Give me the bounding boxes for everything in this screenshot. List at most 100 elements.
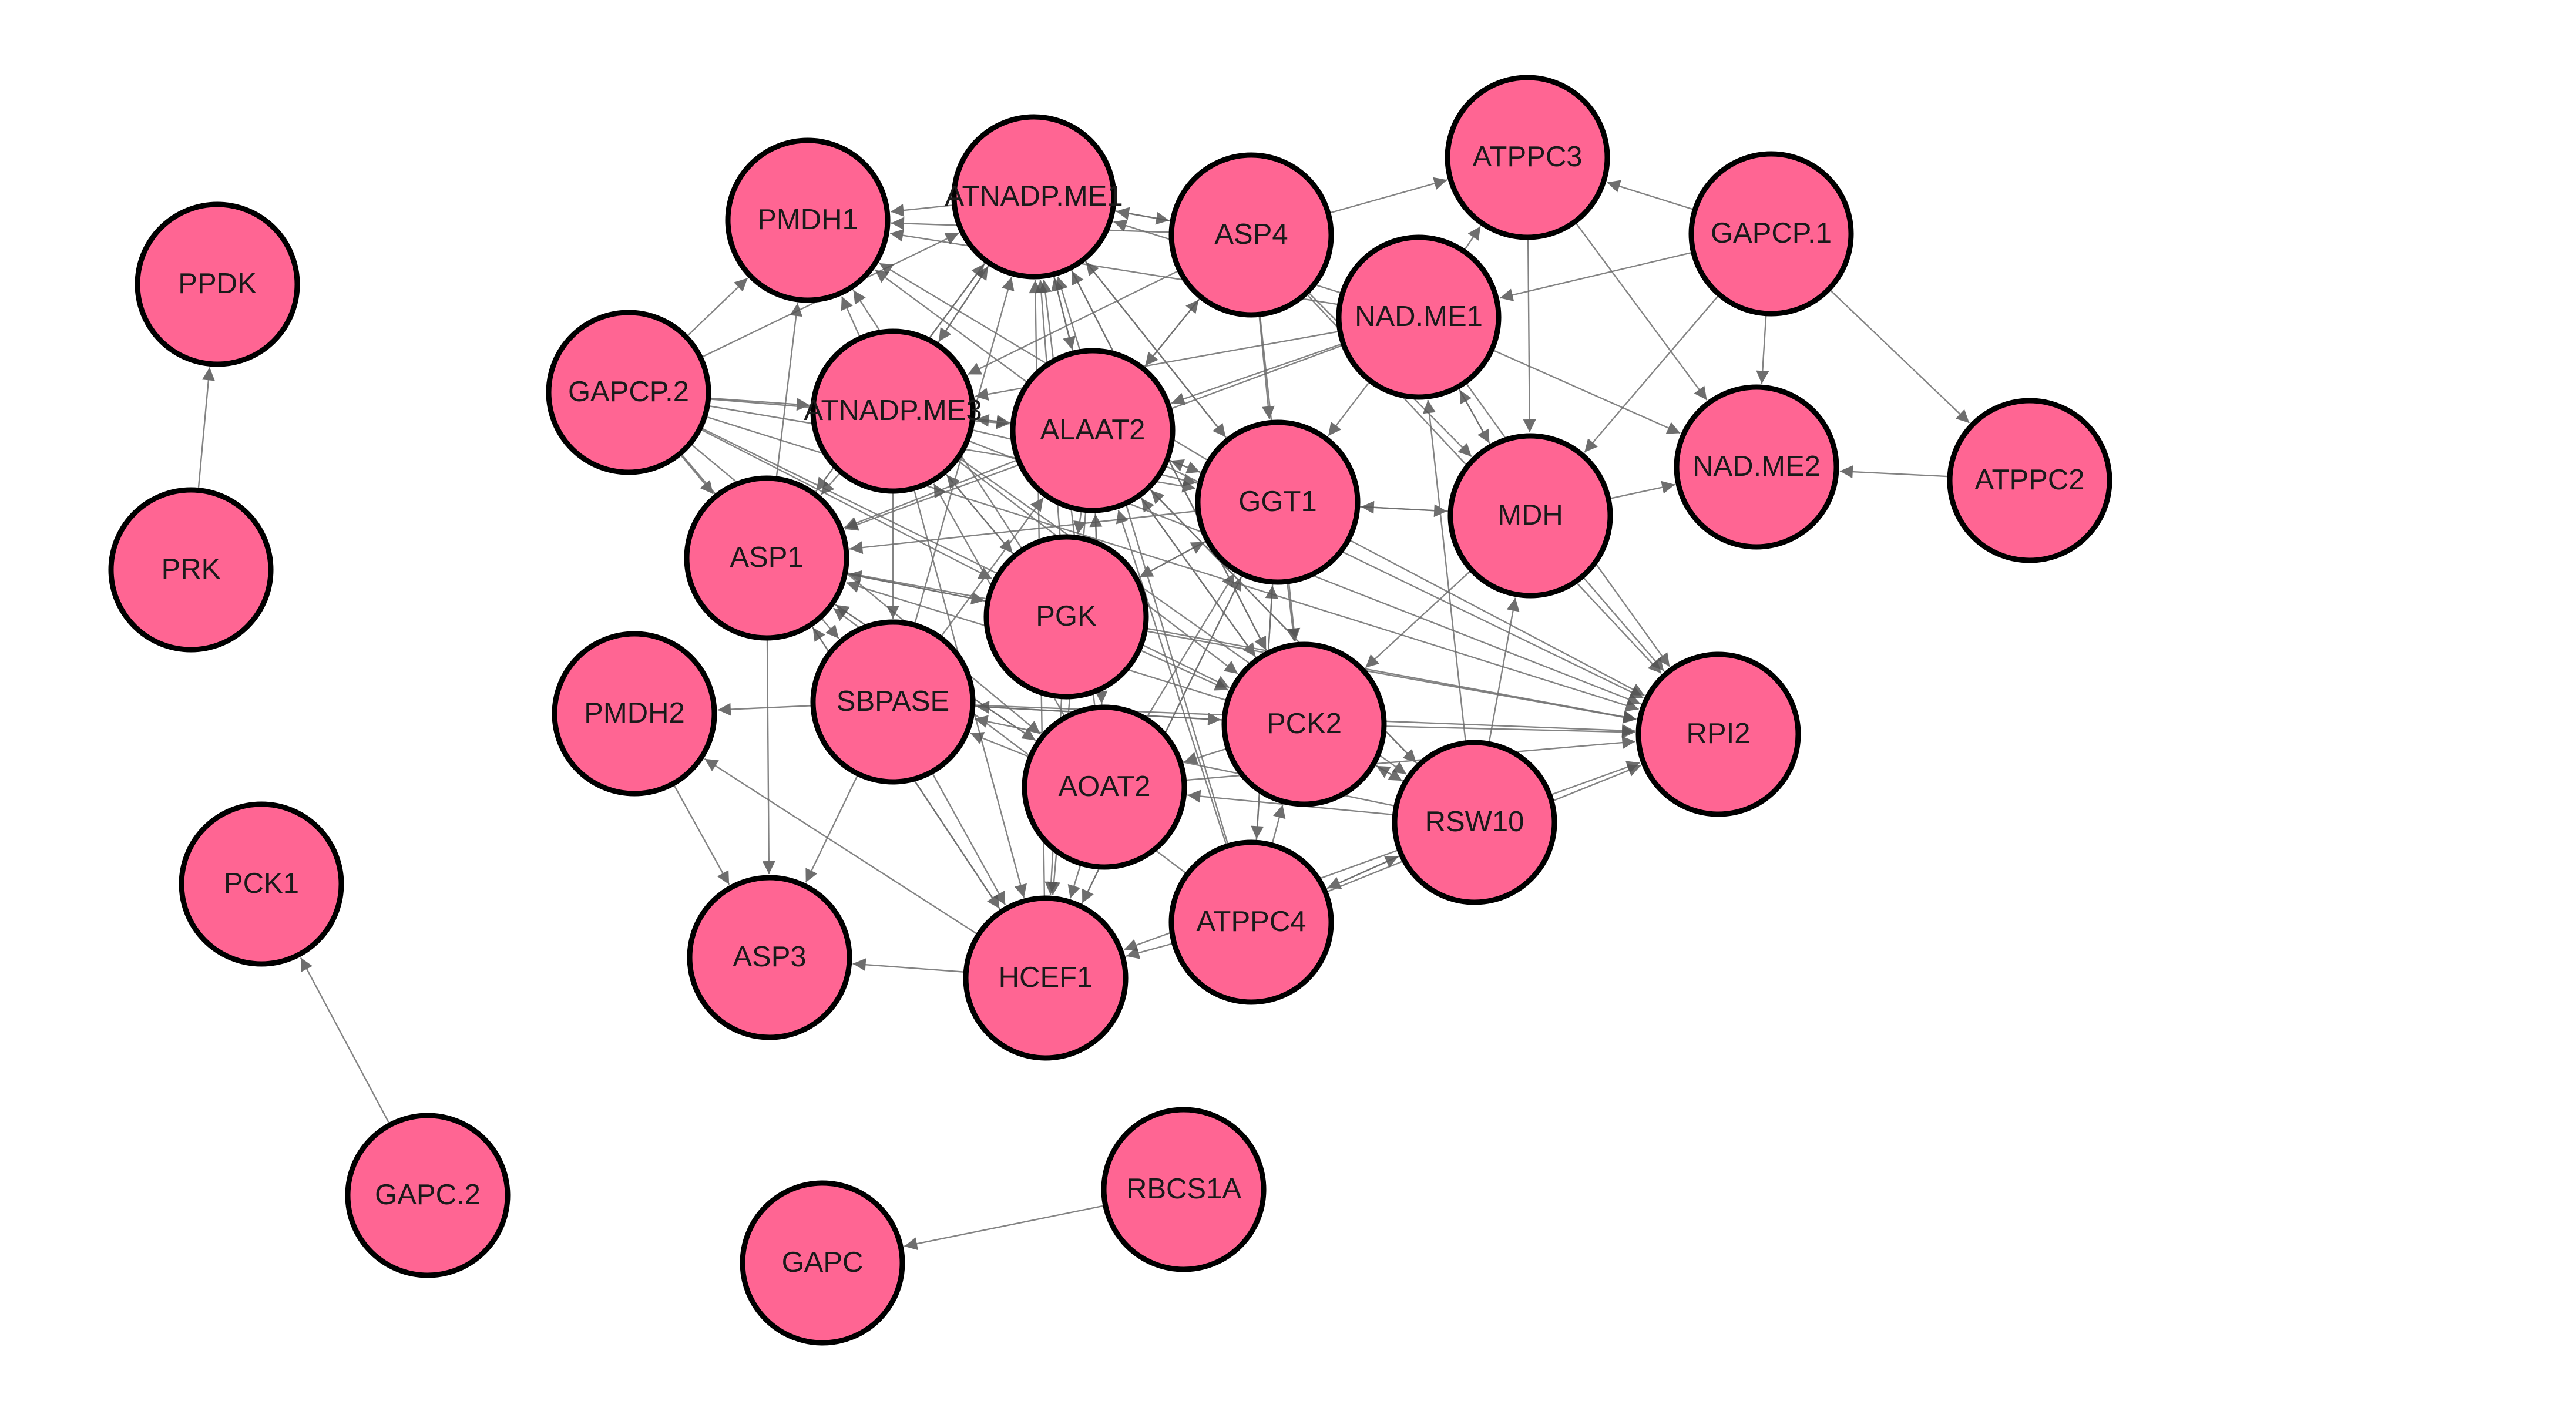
edge-atnadp-me1-to-asp4 xyxy=(1112,210,1170,225)
edge-hcef1-to-pmdh2 xyxy=(704,758,979,936)
node-ppdk[interactable]: PPDK xyxy=(135,201,300,367)
edge-prk-to-ppdk xyxy=(197,367,215,490)
edge-sbpase-to-alaat2 xyxy=(939,497,1044,639)
edge-rsw10-to-rpi2 xyxy=(1549,761,1640,796)
node-label: ATNADP.ME3 xyxy=(804,395,982,426)
node-rpi2[interactable]: RPI2 xyxy=(1635,651,1801,817)
edge-gapcp-2-to-pmdh1 xyxy=(686,277,748,338)
node-circle[interactable] xyxy=(1168,152,1334,318)
node-circle[interactable] xyxy=(1010,348,1176,513)
node-atppc4[interactable]: ATPPC4 xyxy=(1168,839,1334,1005)
node-label: PCK1 xyxy=(224,868,299,899)
node-circle[interactable] xyxy=(552,631,717,797)
node-sbpase[interactable]: SBPASE xyxy=(810,619,976,785)
edge-sbpase-to-asp3 xyxy=(805,773,859,883)
node-pmdh1[interactable]: PMDH1 xyxy=(725,137,891,303)
edge-gapcp-1-to-atppc2 xyxy=(1828,288,1970,424)
edge-aoat2-to-hcef1 xyxy=(1067,863,1082,899)
node-circle[interactable] xyxy=(1221,641,1387,807)
node-circle[interactable] xyxy=(1168,839,1334,1005)
node-rsw10[interactable]: RSW10 xyxy=(1392,740,1557,905)
edge-nad-me1-to-atppc3 xyxy=(1463,226,1482,252)
node-circle[interactable] xyxy=(1336,234,1502,400)
node-circle[interactable] xyxy=(179,801,344,967)
node-pck1[interactable]: PCK1 xyxy=(179,801,344,967)
node-circle[interactable] xyxy=(1445,75,1610,240)
node-circle[interactable] xyxy=(1447,433,1613,599)
node-pck2[interactable]: PCK2 xyxy=(1221,641,1387,807)
node-circle[interactable] xyxy=(1674,384,1839,550)
node-atppc2[interactable]: ATPPC2 xyxy=(1947,398,2112,563)
edge-alaat2-to-pgk xyxy=(1073,509,1086,535)
node-circle[interactable] xyxy=(345,1113,511,1278)
node-circle[interactable] xyxy=(546,310,711,475)
edge-ggt1-to-alaat2 xyxy=(1170,459,1204,475)
edge-asp4-to-ggt1 xyxy=(1258,314,1275,419)
edge-gapcp-1-to-atppc3 xyxy=(1607,180,1695,211)
node-atppc3[interactable]: ATPPC3 xyxy=(1445,75,1610,240)
node-pgk[interactable]: PGK xyxy=(983,534,1149,700)
node-label: RSW10 xyxy=(1425,806,1524,838)
node-circle[interactable] xyxy=(1022,704,1187,870)
edge-pck2-to-alaat2 xyxy=(1140,498,1258,660)
node-atnadp-me3[interactable]: ATNADP.ME3 xyxy=(804,328,982,494)
edge-sbpase-to-pmdh2 xyxy=(717,703,814,716)
edge-aoat2-to-ggt1 xyxy=(1145,573,1235,720)
node-circle[interactable] xyxy=(1635,651,1801,817)
node-nad-me2[interactable]: NAD.ME2 xyxy=(1674,384,1839,550)
node-alaat2[interactable]: ALAAT2 xyxy=(1010,348,1176,513)
node-asp3[interactable]: ASP3 xyxy=(687,875,852,1040)
node-circle[interactable] xyxy=(684,475,849,641)
node-mdh[interactable]: MDH xyxy=(1447,433,1613,599)
node-label: ATNADP.ME1 xyxy=(945,180,1123,212)
node-circle[interactable] xyxy=(1101,1107,1267,1272)
node-circle[interactable] xyxy=(1688,151,1854,317)
edge-hcef1-to-asp3 xyxy=(852,958,966,973)
node-label: GAPC.2 xyxy=(375,1179,481,1211)
node-circle[interactable] xyxy=(135,201,300,367)
node-prk[interactable]: PRK xyxy=(108,487,274,653)
node-circle[interactable] xyxy=(687,875,852,1040)
node-circle[interactable] xyxy=(1947,398,2112,563)
edge-gapcp-1-to-nad-me1 xyxy=(1499,251,1694,301)
node-circle[interactable] xyxy=(963,895,1129,1061)
edge-atppc4-to-rsw10 xyxy=(1324,855,1399,891)
node-label: SBPASE xyxy=(837,686,949,717)
node-pmdh2[interactable]: PMDH2 xyxy=(552,631,717,797)
node-gapc[interactable]: GAPC xyxy=(740,1180,905,1346)
edge-atppc3-to-mdh xyxy=(1523,237,1536,433)
node-circle[interactable] xyxy=(983,534,1149,700)
node-circle[interactable] xyxy=(810,328,976,494)
node-gapc-2[interactable]: GAPC.2 xyxy=(345,1113,511,1278)
node-label: ASP1 xyxy=(730,542,803,573)
node-atnadp-me1[interactable]: ATNADP.ME1 xyxy=(945,114,1123,280)
node-nad-me1[interactable]: NAD.ME1 xyxy=(1336,234,1502,400)
node-circle[interactable] xyxy=(725,137,891,303)
node-label: NAD.ME1 xyxy=(1355,301,1483,332)
node-hcef1[interactable]: HCEF1 xyxy=(963,895,1129,1061)
node-circle[interactable] xyxy=(951,114,1117,280)
node-asp4[interactable]: ASP4 xyxy=(1168,152,1334,318)
edge-alaat2-to-atnadp-me1 xyxy=(1051,277,1074,354)
edge-asp4-to-atnadp-me3 xyxy=(967,269,1180,375)
edge-alaat2-to-atnadp-me3 xyxy=(976,414,1013,427)
edge-alaat2-to-pmdh1 xyxy=(874,269,1029,384)
node-circle[interactable] xyxy=(1195,419,1361,585)
node-gapcp-2[interactable]: GAPCP.2 xyxy=(546,310,711,475)
node-label: PMDH2 xyxy=(584,697,685,729)
node-circle[interactable] xyxy=(740,1180,905,1346)
edge-atnadp-me1-to-pmdh1 xyxy=(891,204,955,217)
node-aoat2[interactable]: AOAT2 xyxy=(1022,704,1187,870)
node-ggt1[interactable]: GGT1 xyxy=(1195,419,1361,585)
edge-nad-me1-to-ggt1 xyxy=(1328,380,1371,436)
edge-rbcs1a-to-gapc xyxy=(904,1204,1106,1251)
node-circle[interactable] xyxy=(108,487,274,653)
node-circle[interactable] xyxy=(1392,740,1557,905)
node-rbcs1a[interactable]: RBCS1A xyxy=(1101,1107,1267,1272)
node-asp1[interactable]: ASP1 xyxy=(684,475,849,641)
edge-pck2-to-rpi2 xyxy=(1383,725,1635,739)
edge-atppc4-to-alaat2 xyxy=(1116,509,1228,846)
node-circle[interactable] xyxy=(810,619,976,785)
node-gapcp-1[interactable]: GAPCP.1 xyxy=(1688,151,1854,317)
